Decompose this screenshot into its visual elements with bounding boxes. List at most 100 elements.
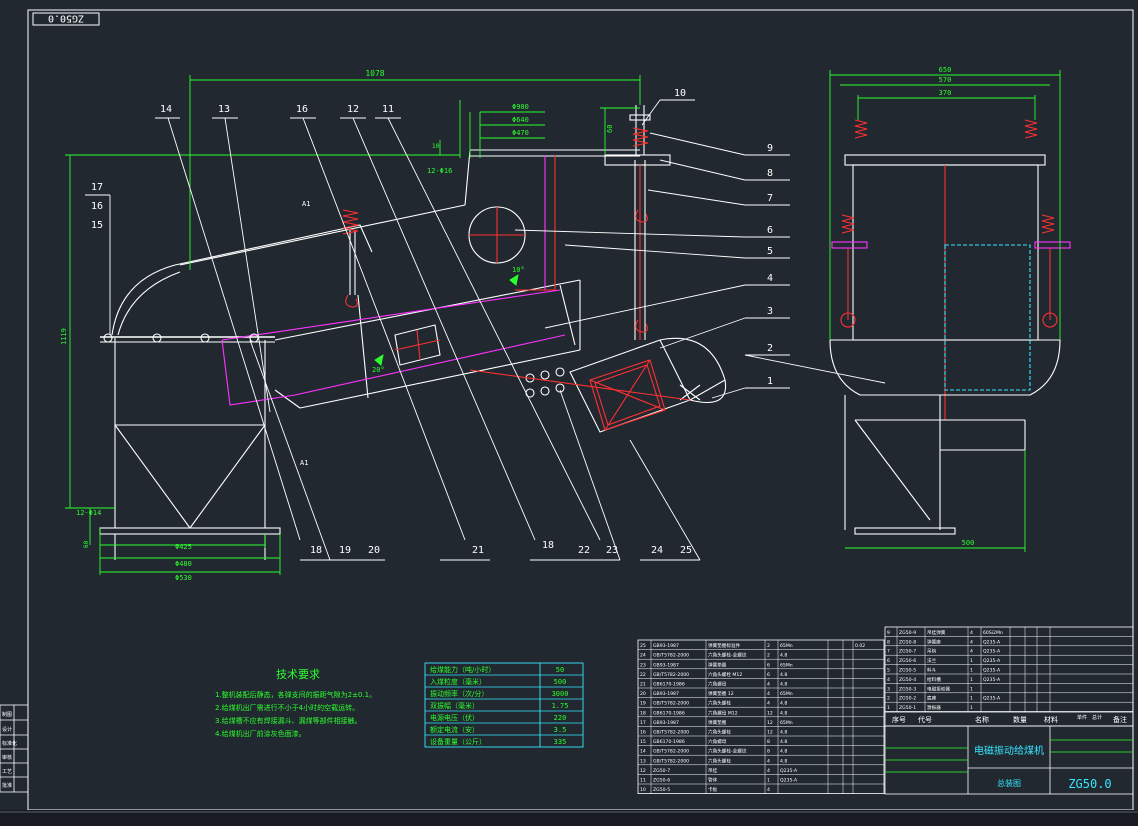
dim-b60: 60 — [83, 540, 90, 548]
corner-drawing-number: ZG50.0 — [32, 12, 100, 26]
bom-right-cell-8-1: ZG50-1 — [899, 705, 916, 711]
bom-left-cell-6-2: 六角头螺栓 — [708, 700, 731, 707]
bom-right-cell-3-2: 法兰 — [927, 657, 937, 664]
tech-line-4: 4.给煤机出厂前涂灰色面漆。 — [215, 729, 306, 738]
dim-d640: Φ640 — [512, 116, 529, 124]
callout-bottom-2: 20 — [368, 545, 380, 556]
bom-right-cell-0-3: 4 — [970, 630, 973, 636]
side-1: 设计 — [2, 726, 12, 733]
bom-left-cell-14-3: 1 — [767, 778, 770, 784]
dim-d470: Φ470 — [512, 129, 529, 137]
callout-bottom-4: 18 — [542, 540, 554, 551]
bom-left-cell-0-1: GB93-1987 — [653, 643, 679, 649]
bom-right-cell-1-0: 8 — [887, 639, 890, 645]
param-key-4: 电源电压（伏） — [430, 713, 479, 722]
bom-left-cell-3-0: 22 — [640, 672, 646, 678]
callout-bottom-0: 18 — [310, 545, 322, 556]
bom-right-cell-0-1: ZG50-9 — [899, 630, 916, 636]
bom-left-cell-4-0: 21 — [640, 682, 646, 688]
side-2: 标准化 — [2, 740, 17, 747]
bom-left-cell-5-1: GB93-1987 — [653, 691, 679, 697]
callout-top-5: 10 — [674, 88, 686, 99]
callout-numbers: 14 13 16 12 11 10 9 8 7 6 5 4 3 2 1 17 1… — [91, 88, 773, 556]
param-key-2: 振动频率（次/分） — [430, 689, 488, 698]
bom-right-cell-2-1: ZG50-7 — [899, 649, 916, 655]
bom-left-cell-4-3: 4 — [767, 682, 770, 688]
bom-right-cell-0-4: 60Si2Mn — [983, 630, 1003, 636]
callout-right-5: 4 — [767, 273, 773, 284]
side-0: 制图 — [2, 711, 12, 718]
bom-left-cell-7-1: GB6170-1986 — [653, 710, 685, 716]
bom-left-cell-5-3: 4 — [767, 691, 770, 697]
bom-left-cell-8-3: 12 — [767, 720, 773, 726]
bom-right-cell-7-0: 2 — [887, 696, 890, 702]
bom-right-cell-2-3: 4 — [970, 649, 973, 655]
bom-left-cell-1-3: 2 — [767, 653, 770, 659]
callout-leaders — [85, 99, 886, 561]
param-val-2: 3000 — [552, 690, 569, 698]
bom-left-cell-1-4: 4.8 — [780, 653, 787, 659]
bom-left-cell-14-1: ZG50-6 — [653, 778, 670, 784]
hopper-stand — [99, 338, 281, 560]
param-val-3: 1.75 — [552, 702, 569, 710]
dim-height-left: 1119 — [60, 328, 68, 345]
bom-left-cell-6-4: 4.8 — [780, 701, 787, 707]
dim-side-370: 370 — [939, 89, 952, 97]
bom-h-seq: 序号 — [892, 715, 906, 724]
bom-left-cell-6-3: 4 — [767, 701, 770, 707]
callout-top-1: 13 — [218, 104, 230, 115]
bom-left-cell-13-4: Q235-A — [780, 768, 798, 774]
dim-d530: Φ530 — [175, 574, 192, 582]
bom-right-cell-0-0: 9 — [887, 630, 890, 636]
bom-left-cell-2-0: 23 — [640, 662, 646, 668]
dimension-lines — [65, 70, 1061, 575]
tech-title: 技术要求 — [276, 668, 320, 681]
param-key-6: 设备重量（公斤） — [430, 737, 486, 746]
bom-left-cell-12-1: GB/T5782-2000 — [653, 758, 689, 764]
bom-left-cell-6-0: 19 — [640, 701, 646, 707]
bom-right-cell-1-2: 弹簧座 — [927, 638, 941, 645]
bom-left-cell-15-1: ZG50-5 — [653, 787, 670, 793]
bom-h-mat: 材料 — [1044, 715, 1058, 724]
param-key-3: 双振幅（毫米） — [430, 701, 479, 710]
bom-left-cell-2-2: 弹簧垫圈 — [708, 661, 727, 668]
callout-right-1: 8 — [767, 168, 773, 179]
drawing-frame — [0, 9, 1138, 826]
bom-left-cell-8-2: 弹簧垫圈 — [708, 719, 727, 726]
bom-left-cell-7-0: 18 — [640, 710, 646, 716]
bom-left-cell-0-2: 弹簧垫圈标准件 — [708, 642, 741, 649]
bom-right-cell-3-3: 1 — [970, 658, 973, 664]
callout-bottom-5: 22 — [578, 545, 590, 556]
bom-right-cell-5-0: 4 — [887, 677, 890, 683]
param-val-0: 50 — [556, 666, 564, 674]
bom-right-cell-5-1: ZG50-4 — [899, 677, 916, 683]
param-val-1: 500 — [554, 678, 567, 686]
bom-left-cell-11-3: 8 — [767, 749, 770, 755]
corner-tag-text: ZG50.0 — [48, 13, 84, 24]
bom-left-cell-0-7: 0.02 — [855, 643, 865, 649]
tech-line-2: 2.给煤机出厂需进行不小于4小时的空载运转。 — [215, 703, 359, 712]
bom-left-cell-14-4: Q235-A — [780, 778, 798, 784]
drawing-number: ZG50.0 — [1068, 777, 1111, 791]
bom-left-cell-13-2: 吊挂 — [708, 767, 718, 774]
bom-h-code: 代号 — [918, 715, 932, 724]
callout-right-0: 9 — [767, 143, 773, 154]
bom-left-cell-15-0: 10 — [640, 787, 646, 793]
callout-right-2: 7 — [767, 193, 773, 204]
bom-left-cell-11-4: 4.8 — [780, 749, 787, 755]
param-key-5: 额定电流（安） — [430, 725, 479, 734]
title-block-text: 电磁振动给煤机 总装图 ZG50.0 — [974, 744, 1112, 791]
bom-left-cell-2-3: 6 — [767, 662, 770, 668]
bom-left-cell-10-3: 8 — [767, 739, 770, 745]
bom-left-cell-13-3: 4 — [767, 768, 770, 774]
bom-left-cell-11-0: 14 — [640, 749, 646, 755]
dim-d425: Φ425 — [175, 543, 192, 551]
bom-right-cell-4-0: 5 — [887, 668, 890, 674]
dim-angle-2: 20° — [372, 366, 385, 374]
bom-left-cell-4-4: 4.8 — [780, 682, 787, 688]
bom-left-cell-8-4: 65Mn — [780, 720, 793, 726]
bom-h-totalw: 总计 — [1092, 714, 1102, 721]
bom-left-cell-6-1: GB/T5782-2000 — [653, 701, 689, 707]
bom-left-cell-11-1: GB/T5782-2000 — [653, 749, 689, 755]
